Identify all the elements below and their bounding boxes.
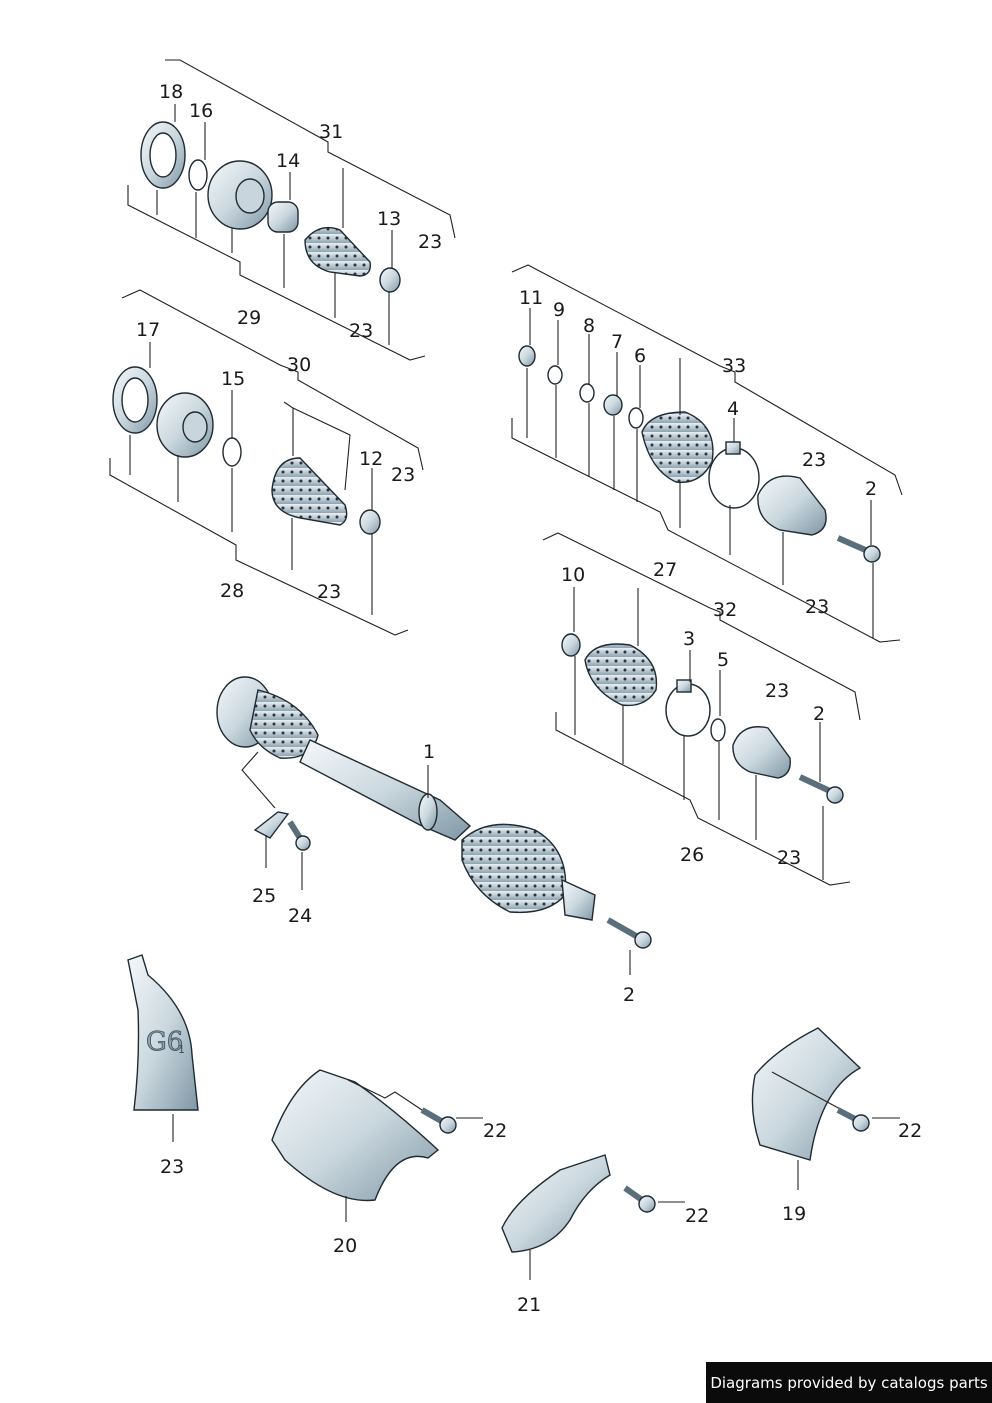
label-28: 28 bbox=[220, 580, 244, 602]
ring-part-6 bbox=[628, 407, 644, 429]
bolt-part-2 bbox=[836, 535, 881, 563]
label-6: 6 bbox=[634, 345, 646, 367]
label-30: 30 bbox=[287, 354, 311, 376]
label-2b: 2 bbox=[813, 703, 825, 725]
clamp-part-11 bbox=[518, 345, 536, 367]
circlip-part-16 bbox=[188, 159, 208, 191]
bolt-part-22a bbox=[420, 1107, 483, 1134]
heat-shield-part-20 bbox=[271, 1069, 440, 1222]
bolt-part-2c bbox=[606, 917, 652, 949]
label-29: 29 bbox=[237, 307, 261, 329]
ring-part-5 bbox=[710, 718, 726, 742]
joint-part-23 bbox=[757, 475, 827, 536]
bush-part-7 bbox=[603, 394, 623, 416]
label-23g: 23 bbox=[765, 680, 789, 702]
label-27: 27 bbox=[653, 559, 677, 581]
joint-part-23b bbox=[732, 726, 791, 779]
label-13: 13 bbox=[377, 208, 401, 230]
label-23i: 23 bbox=[160, 1156, 184, 1178]
clamp-part-12 bbox=[359, 509, 381, 535]
group-33 bbox=[511, 264, 903, 643]
label-3: 3 bbox=[683, 628, 695, 650]
bracket-part-21 bbox=[501, 1154, 611, 1280]
label-23e: 23 bbox=[802, 449, 826, 471]
label-23c: 23 bbox=[391, 464, 415, 486]
label-8: 8 bbox=[583, 315, 595, 337]
boot-part-31 bbox=[304, 226, 371, 277]
label-22a: 22 bbox=[483, 1120, 507, 1142]
label-9: 9 bbox=[553, 299, 565, 321]
plate-part-25 bbox=[241, 751, 290, 868]
group-31 bbox=[127, 59, 456, 361]
label-24: 24 bbox=[288, 905, 312, 927]
callout-labels: 18 16 31 14 13 23 29 23 17 15 30 12 23 2… bbox=[136, 81, 922, 1316]
clamp-part-10 bbox=[561, 633, 581, 657]
label-15: 15 bbox=[221, 368, 245, 390]
boot-part-30 bbox=[271, 457, 348, 526]
bolt-part-22c bbox=[836, 1107, 900, 1132]
group-32 bbox=[542, 532, 861, 886]
label-23a: 23 bbox=[418, 231, 442, 253]
bolt-part-2b bbox=[798, 774, 844, 804]
label-23d: 23 bbox=[317, 581, 341, 603]
boot-part-32 bbox=[584, 643, 658, 707]
clamp-part-4 bbox=[708, 447, 760, 509]
label-1: 1 bbox=[423, 741, 435, 763]
label-2c: 2 bbox=[623, 984, 635, 1006]
label-2a: 2 bbox=[865, 478, 877, 500]
label-22c: 22 bbox=[898, 1120, 922, 1142]
label-23f: 23 bbox=[805, 596, 829, 618]
ring-part-8 bbox=[579, 383, 595, 403]
label-26: 26 bbox=[680, 844, 704, 866]
tube-label: G6 bbox=[146, 1027, 183, 1057]
bolt-part-22b bbox=[623, 1185, 685, 1213]
grease-tube-part-23: G6 1 bbox=[127, 954, 199, 1142]
label-16: 16 bbox=[189, 100, 213, 122]
label-12: 12 bbox=[359, 448, 383, 470]
boot-part-33 bbox=[641, 411, 714, 484]
bolt-part-24 bbox=[287, 820, 311, 890]
label-20: 20 bbox=[333, 1235, 357, 1257]
label-21: 21 bbox=[517, 1294, 541, 1316]
label-17: 17 bbox=[136, 319, 160, 341]
clamp-part-13 bbox=[379, 267, 401, 293]
label-33: 33 bbox=[722, 355, 746, 377]
ring-part-9 bbox=[547, 365, 563, 385]
label-18: 18 bbox=[159, 81, 183, 103]
label-14: 14 bbox=[276, 150, 300, 172]
label-31: 31 bbox=[319, 121, 343, 143]
tube-sublabel: 1 bbox=[178, 1043, 185, 1056]
label-5: 5 bbox=[717, 649, 729, 671]
group-30 bbox=[109, 289, 424, 636]
credit-banner: Diagrams provided by catalogs parts bbox=[706, 1362, 992, 1403]
circlip-part-15 bbox=[222, 437, 242, 467]
label-32: 32 bbox=[713, 599, 737, 621]
label-7: 7 bbox=[611, 331, 623, 353]
label-4: 4 bbox=[727, 398, 739, 420]
label-11: 11 bbox=[519, 287, 543, 309]
clamp-part-14 bbox=[267, 201, 299, 233]
label-19: 19 bbox=[782, 1203, 806, 1225]
label-23b: 23 bbox=[349, 320, 373, 342]
label-25: 25 bbox=[252, 885, 276, 907]
label-22b: 22 bbox=[685, 1205, 709, 1227]
label-23h: 23 bbox=[777, 847, 801, 869]
heat-shield-part-19 bbox=[751, 1027, 862, 1190]
drive-shaft-part-1 bbox=[216, 676, 652, 975]
label-10: 10 bbox=[561, 564, 585, 586]
